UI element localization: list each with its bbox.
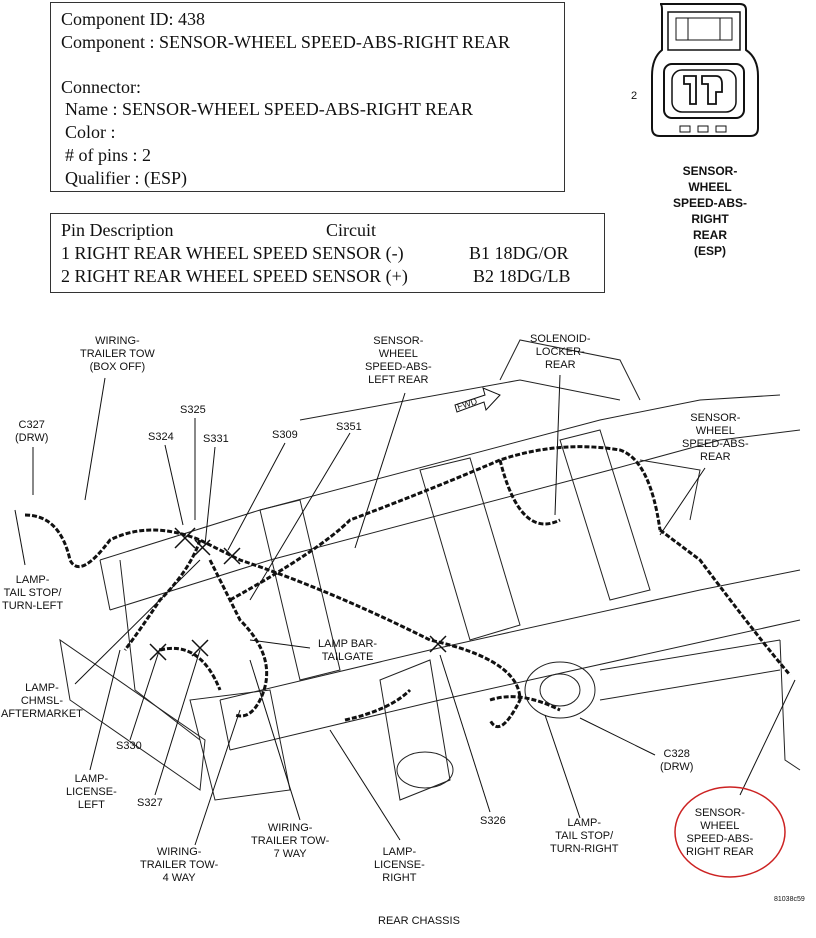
label-s351: S351 (336, 421, 362, 433)
caption-line-6: (ESP) (693, 244, 726, 258)
label-s309: S309 (272, 429, 298, 441)
label-sensor-left-rear: SENSOR- WHEEL SPEED-ABS- LEFT REAR (365, 335, 432, 386)
label-c327: C327 (DRW) (15, 419, 49, 444)
label-s327: S327 (137, 797, 163, 809)
figure-id: 81038c59 (774, 896, 805, 903)
label-solenoid-locker-rear: SOLENOID- LOCKER- REAR (530, 333, 591, 371)
label-lamp-license-right: LAMP- LICENSE- RIGHT (374, 846, 425, 884)
label-lamp-license-left: LAMP- LICENSE- LEFT (66, 773, 117, 811)
rear-chassis-diagram (14, 339, 801, 878)
caption-line-3: SPEED-ABS- (672, 196, 747, 210)
pin-row-1-circuit: B1 18DG/OR (469, 243, 569, 263)
component-info-box: Component ID: 438 Component : SENSOR-WHE… (50, 2, 565, 192)
component-id: Component ID: 438 (61, 9, 205, 29)
caption-line-5: REAR (692, 228, 727, 242)
label-wiring-trailer-tow-7-way: WIRING- TRAILER TOW- 7 WAY (251, 822, 330, 860)
diagram-caption: REAR CHASSIS (378, 915, 460, 927)
pin-row-1-desc: 1 RIGHT REAR WHEEL SPEED SENSOR (-) (61, 243, 404, 263)
connector-name: Name : SENSOR-WHEEL SPEED-ABS-RIGHT REAR (65, 99, 473, 119)
pin-row-2-circuit: B2 18DG/LB (473, 266, 571, 286)
pin-row-2-desc: 2 RIGHT REAR WHEEL SPEED SENSOR (+) (61, 266, 408, 286)
caption-line-4: RIGHT (691, 212, 729, 226)
label-lamp-tail-left: LAMP- TAIL STOP/ TURN-LEFT (2, 574, 64, 612)
connector-color: Color : (65, 122, 116, 142)
splice-marks (149, 527, 447, 661)
label-c328: C328 (DRW) (660, 748, 694, 773)
connector-caption: SENSOR- WHEEL SPEED-ABS- RIGHT REAR (ESP… (650, 163, 770, 259)
label-s330: S330 (116, 740, 142, 752)
pin-table: Pin Description Circuit 1 RIGHT REAR WHE… (50, 213, 605, 293)
pin-header-circuit: Circuit (326, 220, 376, 240)
connector-pins: # of pins : 2 (65, 145, 152, 165)
caption-line-2: WHEEL (688, 180, 732, 194)
caption-line-1: SENSOR- (682, 164, 738, 178)
leader-lines (14, 374, 796, 846)
component-name: Component : SENSOR-WHEEL SPEED-ABS-RIGHT… (61, 32, 511, 52)
label-sensor-right-rear: SENSOR- WHEEL SPEED-ABS- RIGHT REAR (686, 807, 754, 858)
label-sensor-rear: SENSOR- WHEEL SPEED-ABS- REAR (682, 412, 749, 463)
label-wiring-trailer-tow-4-way: WIRING- TRAILER TOW- 4 WAY (140, 846, 219, 884)
label-s325: S325 (180, 404, 206, 416)
label-s331: S331 (203, 433, 229, 445)
connector-heading: Connector: (61, 77, 141, 97)
connector-qualifier: Qualifier : (ESP) (65, 168, 187, 188)
label-lamp-tail-right: LAMP- TAIL STOP/ TURN-RIGHT (550, 817, 619, 855)
connector-pin-number: 2 (631, 90, 638, 102)
label-s326: S326 (480, 815, 506, 827)
label-lamp-chmsl-aftermarket: LAMP- CHMSL- AFTERMARKET (1, 682, 83, 720)
pin-header-description: Pin Description (61, 220, 174, 240)
label-s324: S324 (148, 431, 174, 443)
chassis-frame (59, 339, 801, 801)
fwd-arrow-icon (454, 387, 501, 413)
highlight-circle (674, 786, 786, 878)
wiring-harness (24, 445, 792, 729)
label-lamp-bar-tailgate: LAMP BAR- TAILGATE (318, 638, 378, 663)
label-wiring-trailer-tow-box-off: WIRING- TRAILER TOW (BOX OFF) (80, 335, 155, 373)
connector-face-view (651, 3, 759, 137)
